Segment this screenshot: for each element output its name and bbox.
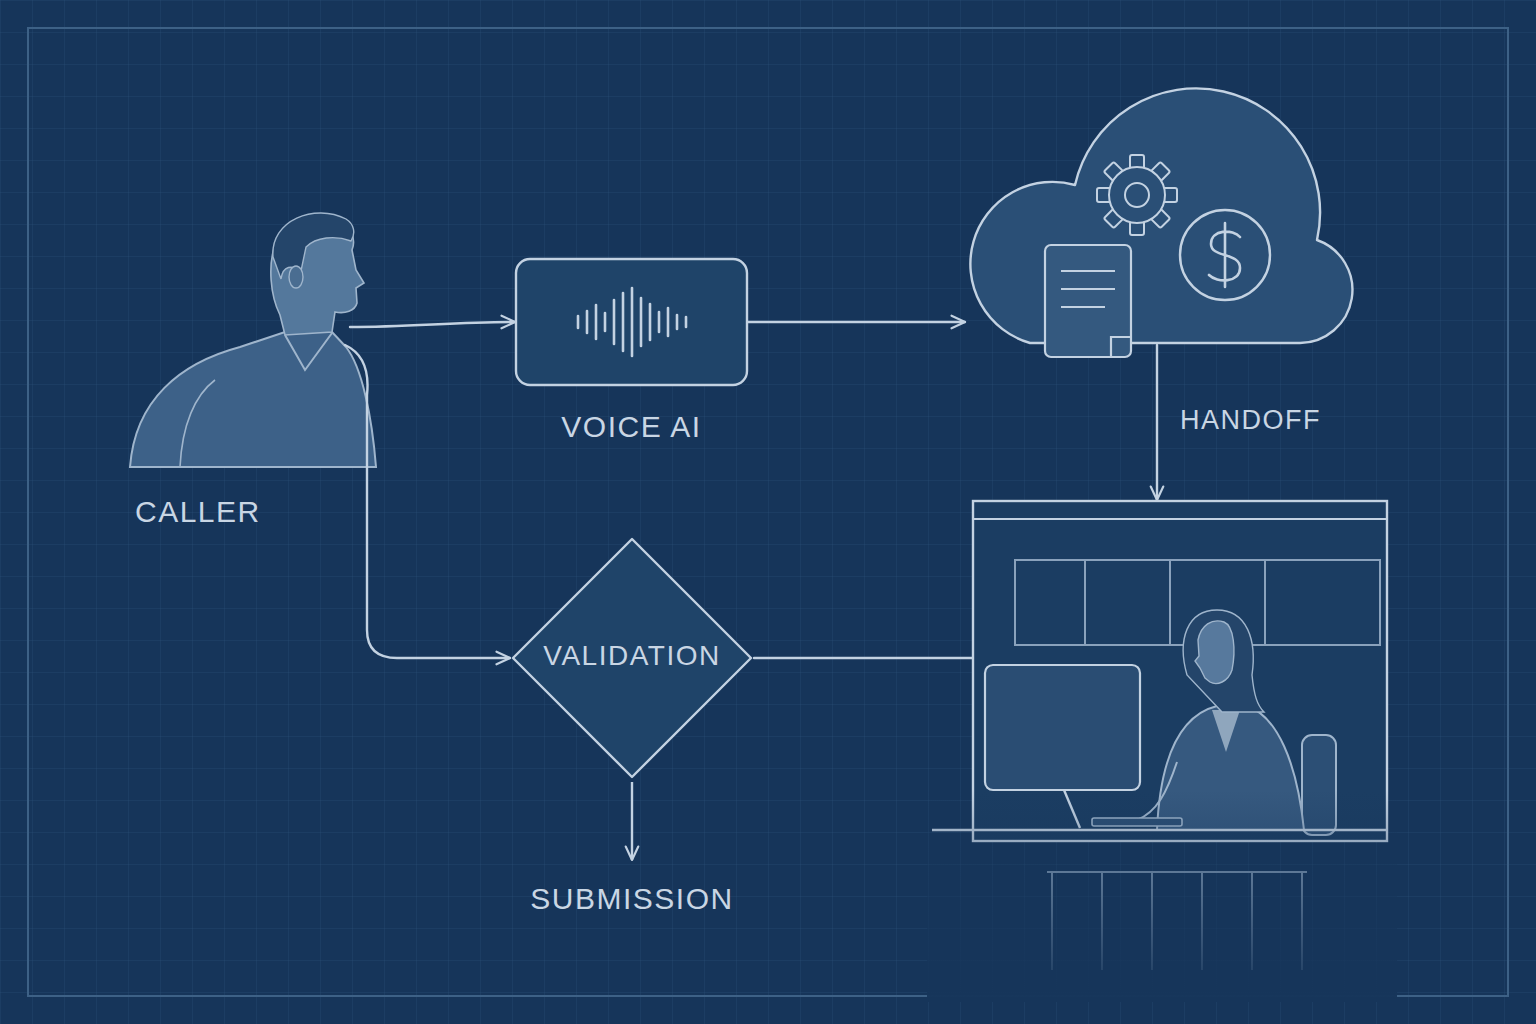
edge-label: HANDOFF — [1180, 405, 1400, 436]
submission-arrow — [631, 782, 633, 860]
decision-node: VALIDATION — [510, 536, 754, 780]
agent-face — [1195, 621, 1234, 684]
voice-ai-box — [515, 258, 748, 386]
flow-connector — [1156, 345, 1158, 500]
fade-overlay — [927, 790, 1397, 1002]
dollar-icon — [1180, 210, 1270, 300]
output-label: SUBMISSION — [482, 882, 782, 917]
monitor — [985, 665, 1140, 790]
caller-hair — [273, 213, 354, 279]
waveform-icon — [578, 288, 686, 356]
cloud-service — [965, 95, 1355, 345]
flow-connector — [350, 322, 515, 327]
flow-connector — [345, 345, 510, 658]
cloud-node — [965, 95, 1355, 345]
node-label: VOICE AI — [475, 410, 788, 445]
agent-node — [972, 500, 1388, 1000]
document-icon — [1045, 245, 1131, 357]
window-bar — [973, 518, 1387, 520]
caller-body — [130, 332, 376, 467]
caller-arm — [180, 380, 215, 467]
voice-ai-outline — [516, 259, 747, 385]
agent-workstation — [972, 500, 1388, 1000]
process-box: VOICE AI — [515, 258, 748, 386]
agent-shirt — [1212, 710, 1240, 752]
gear-icon — [1097, 155, 1177, 235]
caller-figure — [120, 195, 350, 540]
caller-collar — [285, 333, 332, 370]
node-label: VALIDATION — [530, 640, 734, 672]
diamond-outline — [513, 539, 751, 777]
caller-node: CALLER — [120, 195, 350, 540]
agent-hair — [1183, 610, 1264, 712]
cloud-outline — [970, 88, 1352, 343]
flow-connector — [754, 657, 972, 659]
caller-ear — [289, 266, 303, 288]
flow-connector — [748, 321, 965, 323]
node-label: CALLER — [135, 495, 335, 530]
